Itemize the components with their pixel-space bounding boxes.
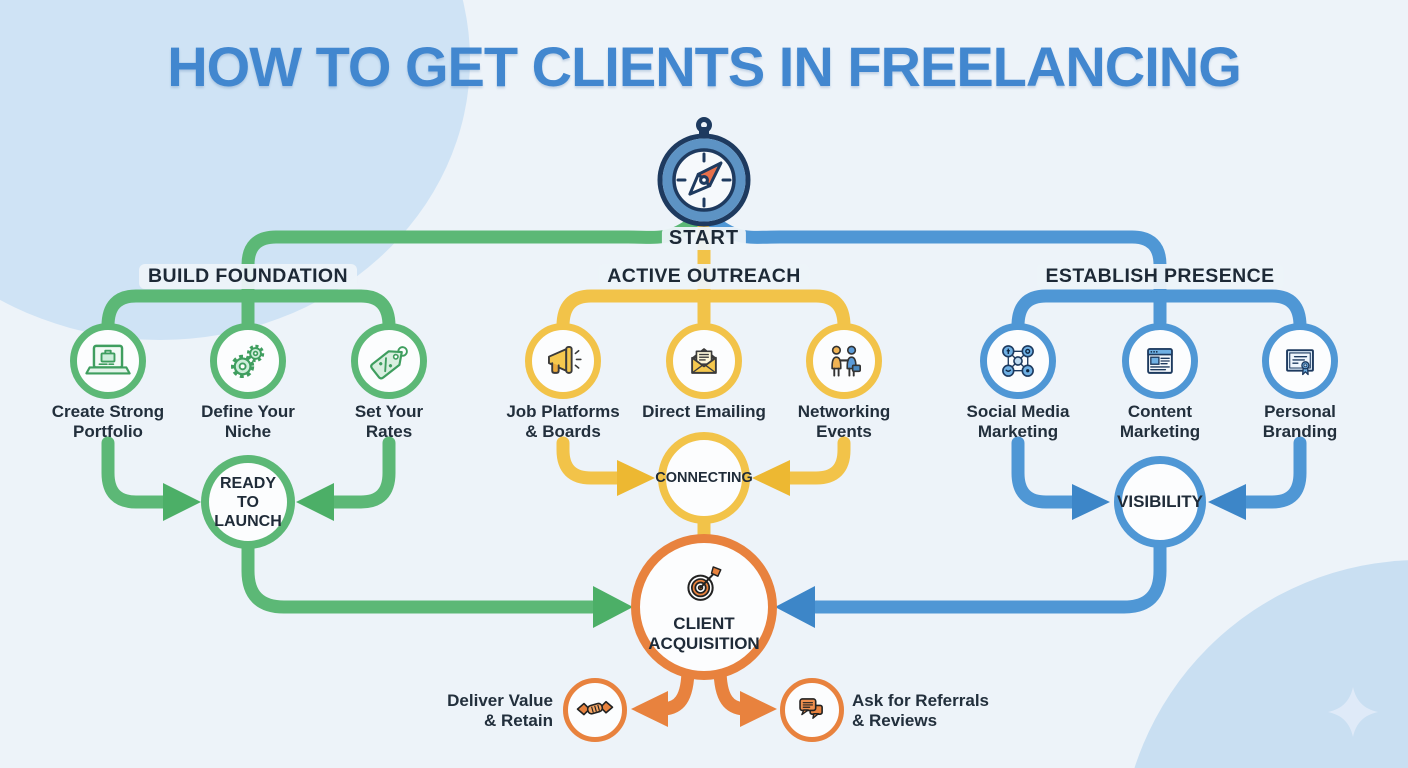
acquisition-branch-arrowheads [631, 691, 777, 727]
handshake-icon [572, 687, 618, 733]
label-direct-emailing: Direct Emailing [642, 402, 766, 421]
label-personal-branding: Personal Branding [1262, 402, 1338, 441]
node-connecting: CONNECTING [655, 432, 753, 524]
heading-establish-presence: ESTABLISH PRESENCE [1036, 264, 1284, 289]
step-circle-niche [210, 323, 286, 399]
compass-icon [657, 117, 751, 227]
step-circle-content [1122, 323, 1198, 399]
outcome-circle-referrals [780, 678, 844, 742]
people-handshake-icon [817, 334, 871, 388]
step-circle-direct-emailing [666, 323, 742, 399]
label-rates: Set Your Rates [354, 402, 424, 441]
label-ask-referrals: Ask for Referrals & Reviews [852, 691, 990, 730]
certificate-icon [1273, 334, 1327, 388]
heading-active-outreach: ACTIVE OUTREACH [598, 264, 810, 289]
presence-arrowheads [775, 484, 1246, 628]
label-job-platforms: Job Platforms & Boards [506, 402, 620, 441]
webpage-icon [1133, 334, 1187, 388]
label-deliver-value: Deliver Value & Retain [447, 691, 553, 730]
node-client-acquisition: CLIENT ACQUISITION [631, 534, 777, 680]
label-networking: Networking Events [797, 402, 891, 441]
open-envelope-icon [677, 334, 731, 388]
chat-bubbles-icon [789, 687, 835, 733]
label-content-marketing: Content Marketing [1119, 402, 1201, 441]
step-circle-branding [1262, 323, 1338, 399]
step-circle-portfolio [70, 323, 146, 399]
target-dart-icon [675, 560, 733, 612]
node-ready-to-launch: READY TO LAUNCH [201, 455, 295, 549]
gears-icon [221, 334, 275, 388]
label-niche: Define Your Niche [201, 402, 295, 441]
label-social-media: Social Media Marketing [966, 402, 1070, 441]
outcome-circle-deliver [563, 678, 627, 742]
client-acquisition-label: CLIENT ACQUISITION [648, 614, 760, 653]
step-circle-networking [806, 323, 882, 399]
laptop-briefcase-icon [81, 334, 135, 388]
step-circle-rates [351, 323, 427, 399]
sparkle-icon [1328, 687, 1378, 737]
start-label: START [661, 227, 747, 250]
step-circle-job-platforms [525, 323, 601, 399]
outreach-arrowheads [617, 460, 790, 496]
heading-build-foundation: BUILD FOUNDATION [139, 264, 357, 289]
node-visibility: VISIBILITY [1114, 456, 1206, 548]
price-tag-icon [362, 334, 416, 388]
start-node [650, 116, 758, 234]
step-circle-social-media [980, 323, 1056, 399]
foundation-arrowheads [163, 483, 633, 628]
label-portfolio: Create Strong Portfolio [51, 402, 165, 441]
page-title: HOW TO GET CLIENTS IN FREELANCING [167, 35, 1242, 98]
social-network-icon [991, 334, 1045, 388]
megaphone-icon [536, 334, 590, 388]
